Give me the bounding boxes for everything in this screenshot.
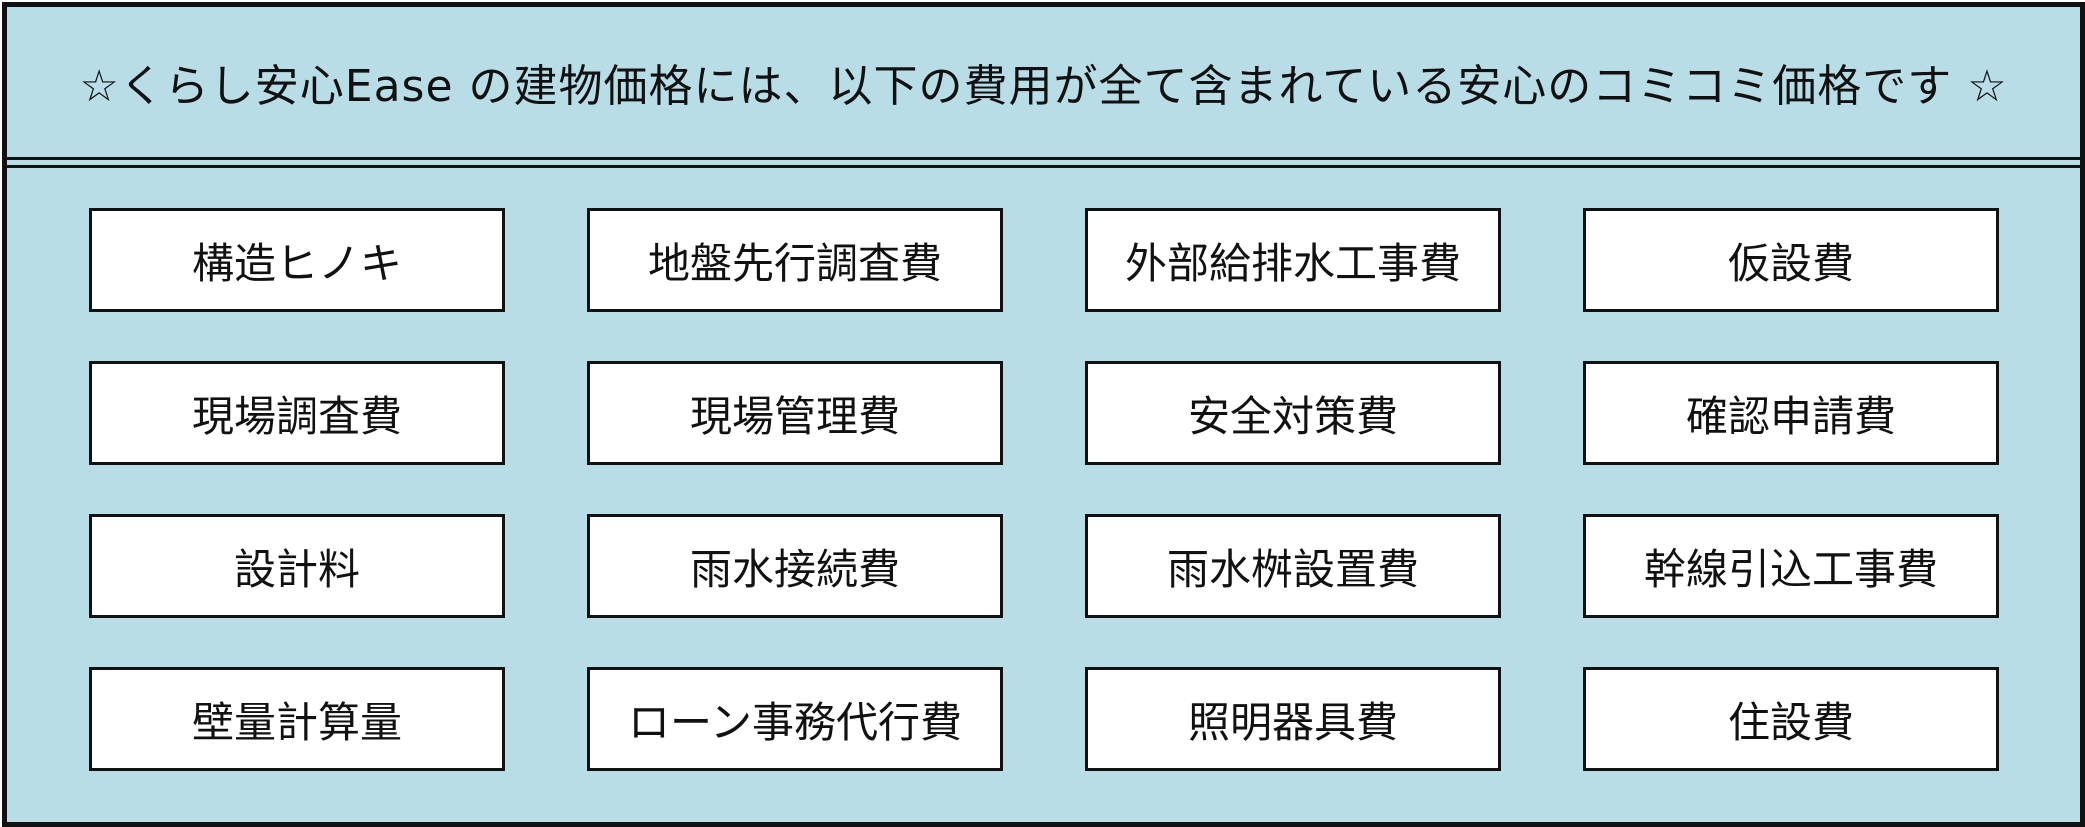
cost-item: 安全対策費 [1085, 361, 1501, 465]
cost-item: 現場管理費 [587, 361, 1003, 465]
cost-item: 地盤先行調査費 [587, 208, 1003, 312]
header-title: ☆くらし安心Ease の建物価格には、以下の費用が全て含まれている安心のコミコミ… [79, 61, 2008, 112]
cost-item: 構造ヒノキ [89, 208, 505, 312]
cost-item: 外部給排水工事費 [1085, 208, 1501, 312]
cost-item: 確認申請費 [1583, 361, 1999, 465]
cost-item: 仮設費 [1583, 208, 1999, 312]
header: ☆くらし安心Ease の建物価格には、以下の費用が全て含まれている安心のコミコミ… [7, 7, 2080, 157]
cost-items-grid: 構造ヒノキ 地盤先行調査費 外部給排水工事費 仮設費 現場調査費 現場管理費 安… [89, 208, 2005, 771]
cost-item: 雨水接続費 [587, 514, 1003, 618]
cost-item: 雨水桝設置費 [1085, 514, 1501, 618]
cost-item: 照明器具費 [1085, 667, 1501, 771]
cost-item: 住設費 [1583, 667, 1999, 771]
cost-item: ローン事務代行費 [587, 667, 1003, 771]
cost-item: 現場調査費 [89, 361, 505, 465]
cost-item: 壁量計算量 [89, 667, 505, 771]
cost-item: 設計料 [89, 514, 505, 618]
header-divider [7, 157, 2080, 168]
cost-item: 幹線引込工事費 [1583, 514, 1999, 618]
